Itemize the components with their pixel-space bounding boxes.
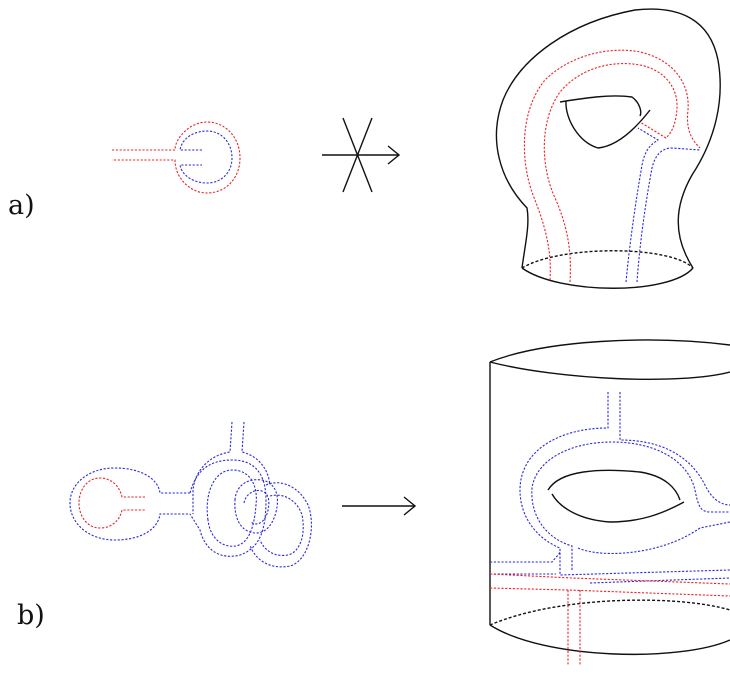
panel-a-surface-red-inner xyxy=(543,63,678,283)
panel-b-blue-right-loop xyxy=(249,482,312,568)
panel-b-surface-top xyxy=(489,339,730,363)
panel-a-surface-blue-left xyxy=(625,127,660,283)
panel-b-blue-knot-outer xyxy=(189,459,267,557)
panel-b-surface-red-horizontal xyxy=(489,573,730,585)
panel-b-blue-knot-inner xyxy=(206,469,257,547)
panel-a-surface-outline xyxy=(495,8,721,269)
panel-b-blue-stem xyxy=(192,421,233,514)
panel-a-label: a) xyxy=(8,190,35,221)
panel-b-red-loop xyxy=(78,477,145,529)
panel-b-surface-blue-outer xyxy=(519,392,730,576)
panel-a-crossed-arrow xyxy=(322,117,401,193)
panel-b-blue-left-loop xyxy=(69,467,190,541)
panel-b-surface-blue-inner xyxy=(531,441,730,570)
panel-b-graph xyxy=(69,421,312,568)
panel-b-surface-bottom xyxy=(489,624,730,656)
panel-a-blue-loop xyxy=(179,130,233,184)
panel-b-blue-small-loop xyxy=(234,479,279,534)
panel-a-red-loop xyxy=(112,121,241,194)
panel-b-label: b) xyxy=(17,600,45,631)
panel-a-surface-blue-right xyxy=(636,147,701,283)
panel-a-graph xyxy=(112,121,241,194)
panel-a-surface xyxy=(495,8,721,289)
panel-b-arrow xyxy=(342,496,417,516)
panel-a-surface-red-outer xyxy=(523,49,701,281)
panel-b-surface xyxy=(489,339,730,665)
